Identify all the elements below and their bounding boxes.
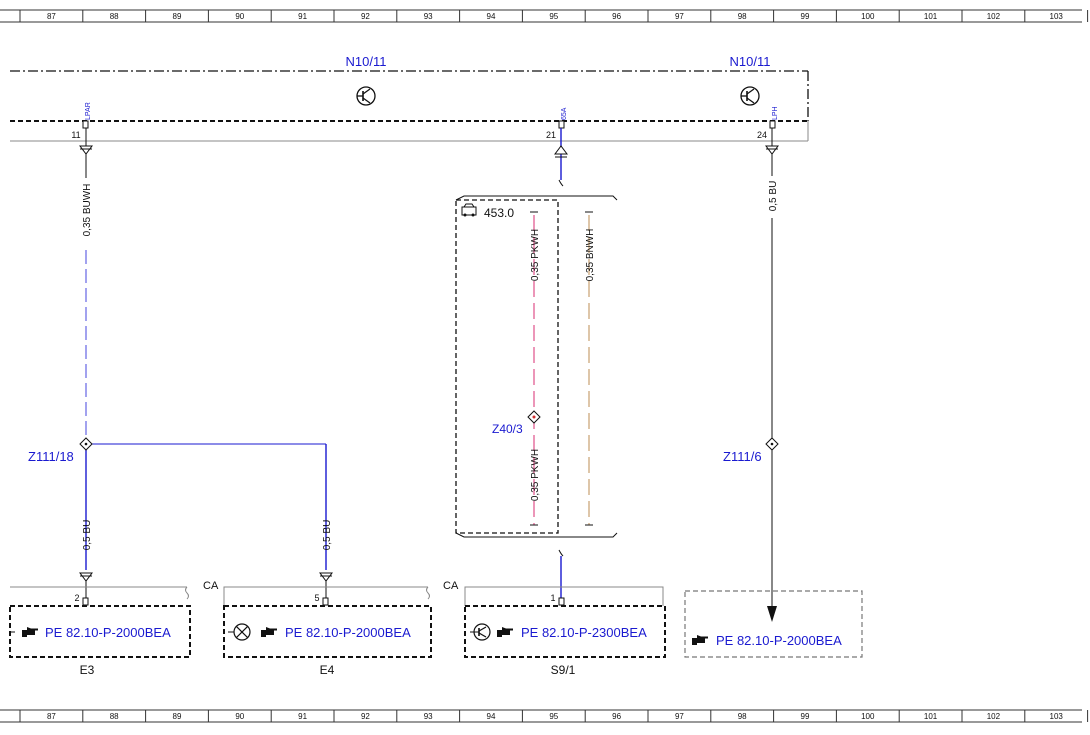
variant-group: 453.0 0,35 PKWH 0,35 PKWH Z40/3 0,35 BNW… (455, 195, 618, 598)
ruler-label: 99 (801, 712, 810, 721)
pin-number: 5 (314, 593, 319, 603)
pin-number: 1 (550, 593, 555, 603)
ruler-label: 96 (612, 12, 621, 21)
wire-label: 0,5 BU (82, 520, 93, 551)
module-label-right: N10/11 (730, 54, 771, 69)
ruler-label: 92 (361, 12, 370, 21)
switch-icon (470, 623, 491, 641)
vehicle-icon (461, 203, 477, 217)
pointing-hand-icon (692, 635, 708, 645)
transistor-icon (740, 86, 760, 106)
splice-label: Z111/6 (723, 449, 762, 464)
pin-number: 11 (71, 130, 80, 140)
pin-code: LPH (772, 106, 779, 120)
wire-buwh: 0,35 BUWH (79, 128, 93, 440)
wire-lph: 0,5 BU Z111/6 (723, 128, 779, 622)
ruler-label: 87 (47, 12, 56, 21)
ruler-label: 90 (235, 12, 244, 21)
ruler-label: 96 (612, 712, 621, 721)
reference-link[interactable]: PE 82.10-P-2300BEA (521, 625, 647, 640)
component-label: S9/1 (551, 663, 576, 677)
module-label-left: N10/11 (346, 54, 387, 69)
ruler-label: 101 (924, 12, 938, 21)
transistor-icon (356, 86, 376, 106)
ruler-label: 103 (1050, 12, 1064, 21)
component-label: E3 (80, 663, 95, 677)
ruler-label: 88 (110, 712, 119, 721)
wire-65a (554, 128, 568, 187)
control-unit-n10-11: N10/11 N10/11 (10, 54, 809, 142)
pin-code: 65A (561, 107, 568, 120)
ruler-label: 94 (487, 712, 496, 721)
ruler-label: 89 (173, 712, 182, 721)
ruler-label: 88 (110, 12, 119, 21)
pin-24: 24 LPH (757, 106, 779, 140)
ruler-label: 97 (675, 712, 684, 721)
pointing-hand-icon (497, 627, 513, 637)
ruler-label: 100 (861, 712, 875, 721)
pin-number: 2 (74, 593, 79, 603)
wire-label: 0,35 BUWH (82, 184, 93, 237)
ruler-label: 98 (738, 712, 747, 721)
pin-number: 21 (546, 130, 556, 140)
ruler-label: 92 (361, 712, 370, 721)
ruler-label: 101 (924, 712, 938, 721)
pointing-hand-icon (22, 627, 38, 637)
bottom-ruler: 87 88 89 90 91 92 93 94 95 96 97 98 99 100 101 102 103 (0, 709, 1089, 723)
splice-label: Z111/18 (28, 449, 74, 464)
wire-label: 0,35 PKWH (530, 229, 541, 281)
ruler-label: 95 (549, 12, 558, 21)
top-ruler: 87 88 89 90 91 92 93 94 95 96 97 98 99 100 101 102 103 (0, 9, 1089, 23)
ruler-label: 100 (861, 12, 875, 21)
pin-code: LPAR (85, 102, 92, 120)
ruler-label: 99 (801, 12, 810, 21)
splice-z111-18: Z111/18 0,5 BU 0,5 BU (28, 437, 333, 598)
component-label: E4 (320, 663, 335, 677)
splice-label: Z40/3 (492, 422, 523, 436)
ruler-label: 91 (298, 712, 307, 721)
connector-prefix: CA (443, 580, 459, 592)
wire-label: 0,35 PKWH (530, 449, 541, 501)
ruler-label: 89 (173, 12, 182, 21)
wire-label: 0,35 BNWH (585, 229, 596, 282)
reference-link[interactable]: PE 82.10-P-2000BEA (285, 625, 411, 640)
ruler-label: 93 (424, 712, 433, 721)
ruler-label: 94 (487, 12, 496, 21)
lamp-icon (228, 623, 251, 641)
pin-number: 24 (757, 130, 767, 140)
connector-s9-1: CA 1 PE 82.10-P-2300BEA S9/1 (443, 580, 666, 677)
variant-code: 453.0 (484, 206, 514, 220)
ruler-label: 87 (47, 712, 56, 721)
external-reference: PE 82.10-P-2000BEA (684, 590, 863, 658)
connector-e4: CA 5 PE 82.10-P-2000BEA E4 (203, 580, 432, 677)
pin-21: 21 65A (546, 107, 568, 140)
wire-label: 0,5 BU (322, 520, 333, 551)
connector-prefix: CA (203, 580, 219, 592)
pointing-hand-icon (261, 627, 277, 637)
ruler-label: 102 (987, 12, 1001, 21)
reference-link[interactable]: PE 82.10-P-2000BEA (45, 625, 171, 640)
ruler-label: 91 (298, 12, 307, 21)
ruler-label: 95 (549, 712, 558, 721)
ruler-label: 98 (738, 12, 747, 21)
ruler-label: 103 (1050, 712, 1064, 721)
ruler-label: 93 (424, 12, 433, 21)
ruler-label: 97 (675, 12, 684, 21)
reference-link[interactable]: PE 82.10-P-2000BEA (716, 633, 842, 648)
ruler-label: 90 (235, 712, 244, 721)
connector-e3: 2 PE 82.10-P-2000BEA E3 (9, 586, 191, 677)
wire-label: 0,5 BU (768, 181, 779, 212)
ruler-label: 102 (987, 712, 1001, 721)
